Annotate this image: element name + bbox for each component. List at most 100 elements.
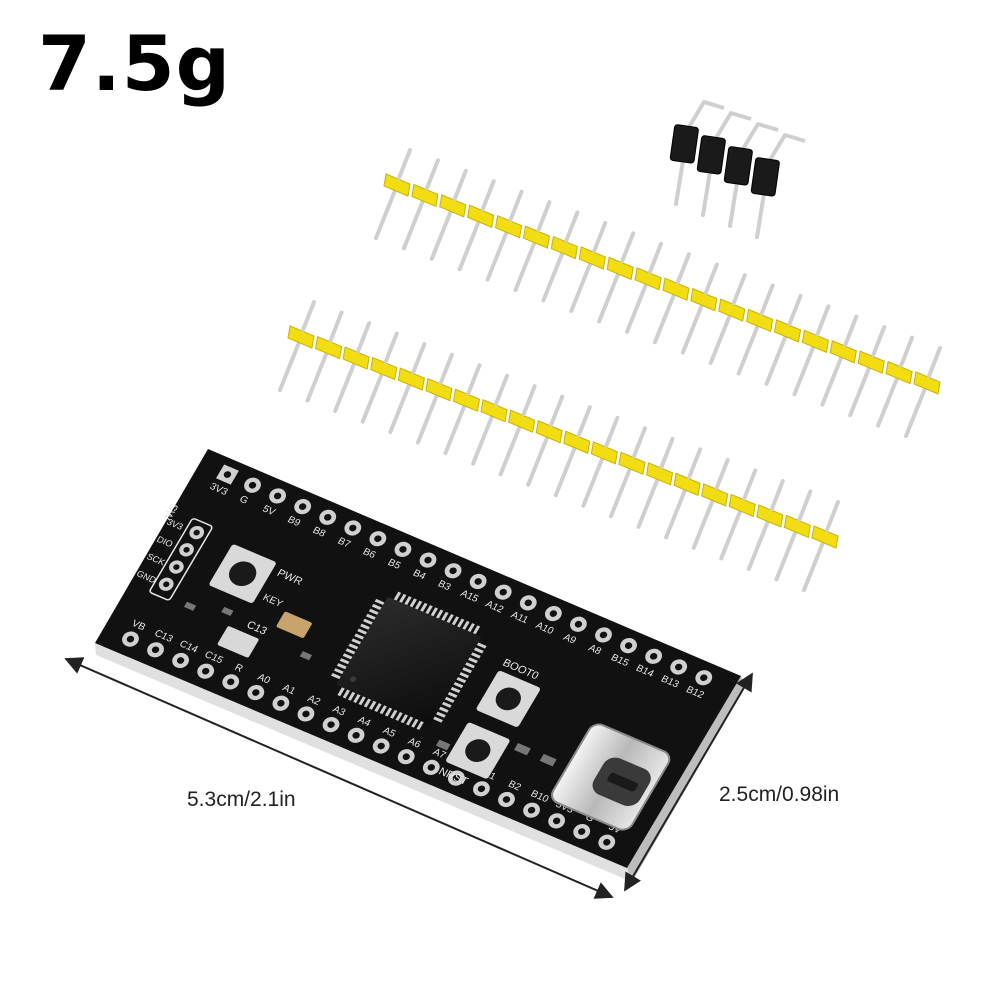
mcu-pin — [435, 609, 444, 619]
header-pin-tip — [328, 310, 344, 343]
pin-header-strip-lower — [278, 300, 840, 592]
swd-outline — [149, 518, 213, 601]
pin-hole — [624, 642, 633, 649]
pin-hole — [399, 546, 407, 553]
header-pin-tip — [825, 500, 840, 532]
mcu-pin — [457, 618, 465, 628]
header-pin-leg — [443, 401, 468, 456]
mcu-pin — [368, 608, 379, 615]
header-pin-tip — [438, 352, 454, 385]
mcu-pin — [348, 643, 359, 650]
pin-hole — [599, 631, 608, 639]
header-pin-tip — [480, 179, 496, 212]
swd-hole — [163, 581, 170, 588]
pin-hole — [649, 653, 658, 660]
mcu-pin — [467, 623, 475, 633]
header-pin-leg — [401, 196, 426, 251]
header-pin-leg — [625, 279, 650, 334]
header-pin-leg — [471, 411, 496, 466]
angled-header-plastic — [669, 124, 699, 164]
header-plastic-segment — [480, 398, 508, 423]
header-pin-tip — [742, 468, 758, 501]
angled-pin — [738, 122, 779, 156]
mcu-pin — [451, 616, 460, 626]
header-pin-leg — [415, 390, 440, 445]
angled-header-plastic — [696, 135, 726, 175]
header-pin-leg — [569, 258, 594, 313]
header-pin-leg — [764, 331, 789, 386]
header-pin-leg — [636, 474, 661, 529]
header-pin-leg — [774, 527, 799, 582]
header-pin-tip — [687, 447, 703, 480]
top-pin-label: B5 — [386, 557, 403, 571]
header-pin-tip — [411, 342, 427, 375]
angled-pin — [711, 111, 752, 145]
header-pin-leg — [388, 380, 413, 435]
width-dimension-label: 2.5cm/0.98in — [719, 783, 840, 806]
header-plastic-segment — [701, 483, 729, 507]
header-plastic-segment — [467, 204, 495, 228]
header-pin-leg — [876, 373, 901, 428]
header-plastic-segment — [829, 340, 857, 364]
smd-part — [183, 601, 197, 611]
header-pin-tip — [383, 331, 399, 364]
header-plastic-segment — [645, 462, 674, 486]
pin-hole — [298, 503, 307, 510]
weight-label: 7.5g — [38, 19, 232, 108]
header-plastic-segment — [522, 225, 551, 249]
header-pin-tip — [494, 373, 510, 406]
header-plastic-segment — [508, 409, 536, 433]
bottom-pin-label: VB — [129, 618, 147, 633]
header-pin-tip — [631, 426, 647, 459]
header-pin-tip — [648, 241, 664, 274]
mcu-pin — [472, 625, 481, 635]
mcu-pin — [425, 605, 433, 615]
pin-hole — [675, 663, 683, 671]
header-pin-tip — [508, 189, 524, 222]
header-pin-tip — [659, 436, 675, 469]
header-pin-leg — [360, 369, 385, 424]
mcu-pin — [365, 613, 376, 620]
swd-hole — [193, 529, 200, 536]
pin-hole — [324, 514, 332, 521]
header-pin-tip — [871, 325, 887, 358]
mcu-pin — [470, 652, 481, 659]
header-pin-leg — [664, 485, 689, 540]
header-pin-leg — [305, 348, 330, 403]
top-pin-label: B8 — [310, 525, 327, 539]
header-plastic-segment — [618, 451, 646, 476]
mcu-pin — [441, 611, 449, 621]
mcu-pin — [363, 618, 373, 625]
top-pin-label: B4 — [411, 568, 428, 582]
header-plastic-segment — [718, 298, 746, 322]
header-plastic-segment — [287, 325, 315, 349]
header-plastic-segment — [563, 430, 591, 454]
mcu-pin — [345, 648, 356, 655]
header-plastic-segment — [590, 441, 618, 465]
header-plastic-segment — [783, 514, 811, 539]
pin-hole — [248, 481, 257, 489]
pin-hole — [574, 620, 583, 628]
angled-pin — [684, 100, 725, 134]
header-plastic-segment — [397, 367, 425, 391]
header-pin-leg — [792, 342, 817, 397]
header-pin-leg — [278, 338, 302, 392]
header-pin-tip — [576, 405, 592, 438]
mcu-pin — [420, 602, 428, 612]
header-pin-tip — [731, 273, 747, 306]
header-pin-tip — [521, 384, 537, 417]
pin-hole — [223, 471, 232, 478]
crystal — [276, 611, 312, 638]
smd-part — [221, 606, 234, 616]
mcu-pin — [360, 623, 370, 630]
mcu-pin — [371, 603, 382, 610]
mcu-pin — [430, 607, 439, 617]
header-pin-tip — [620, 231, 636, 264]
header-plastic-segment — [606, 256, 634, 281]
header-pin-tip — [301, 300, 316, 332]
pin-hole — [549, 610, 558, 617]
top-pin-label: 5V — [260, 504, 277, 518]
header-pin-leg — [498, 422, 523, 477]
mcu-pin — [446, 614, 454, 624]
